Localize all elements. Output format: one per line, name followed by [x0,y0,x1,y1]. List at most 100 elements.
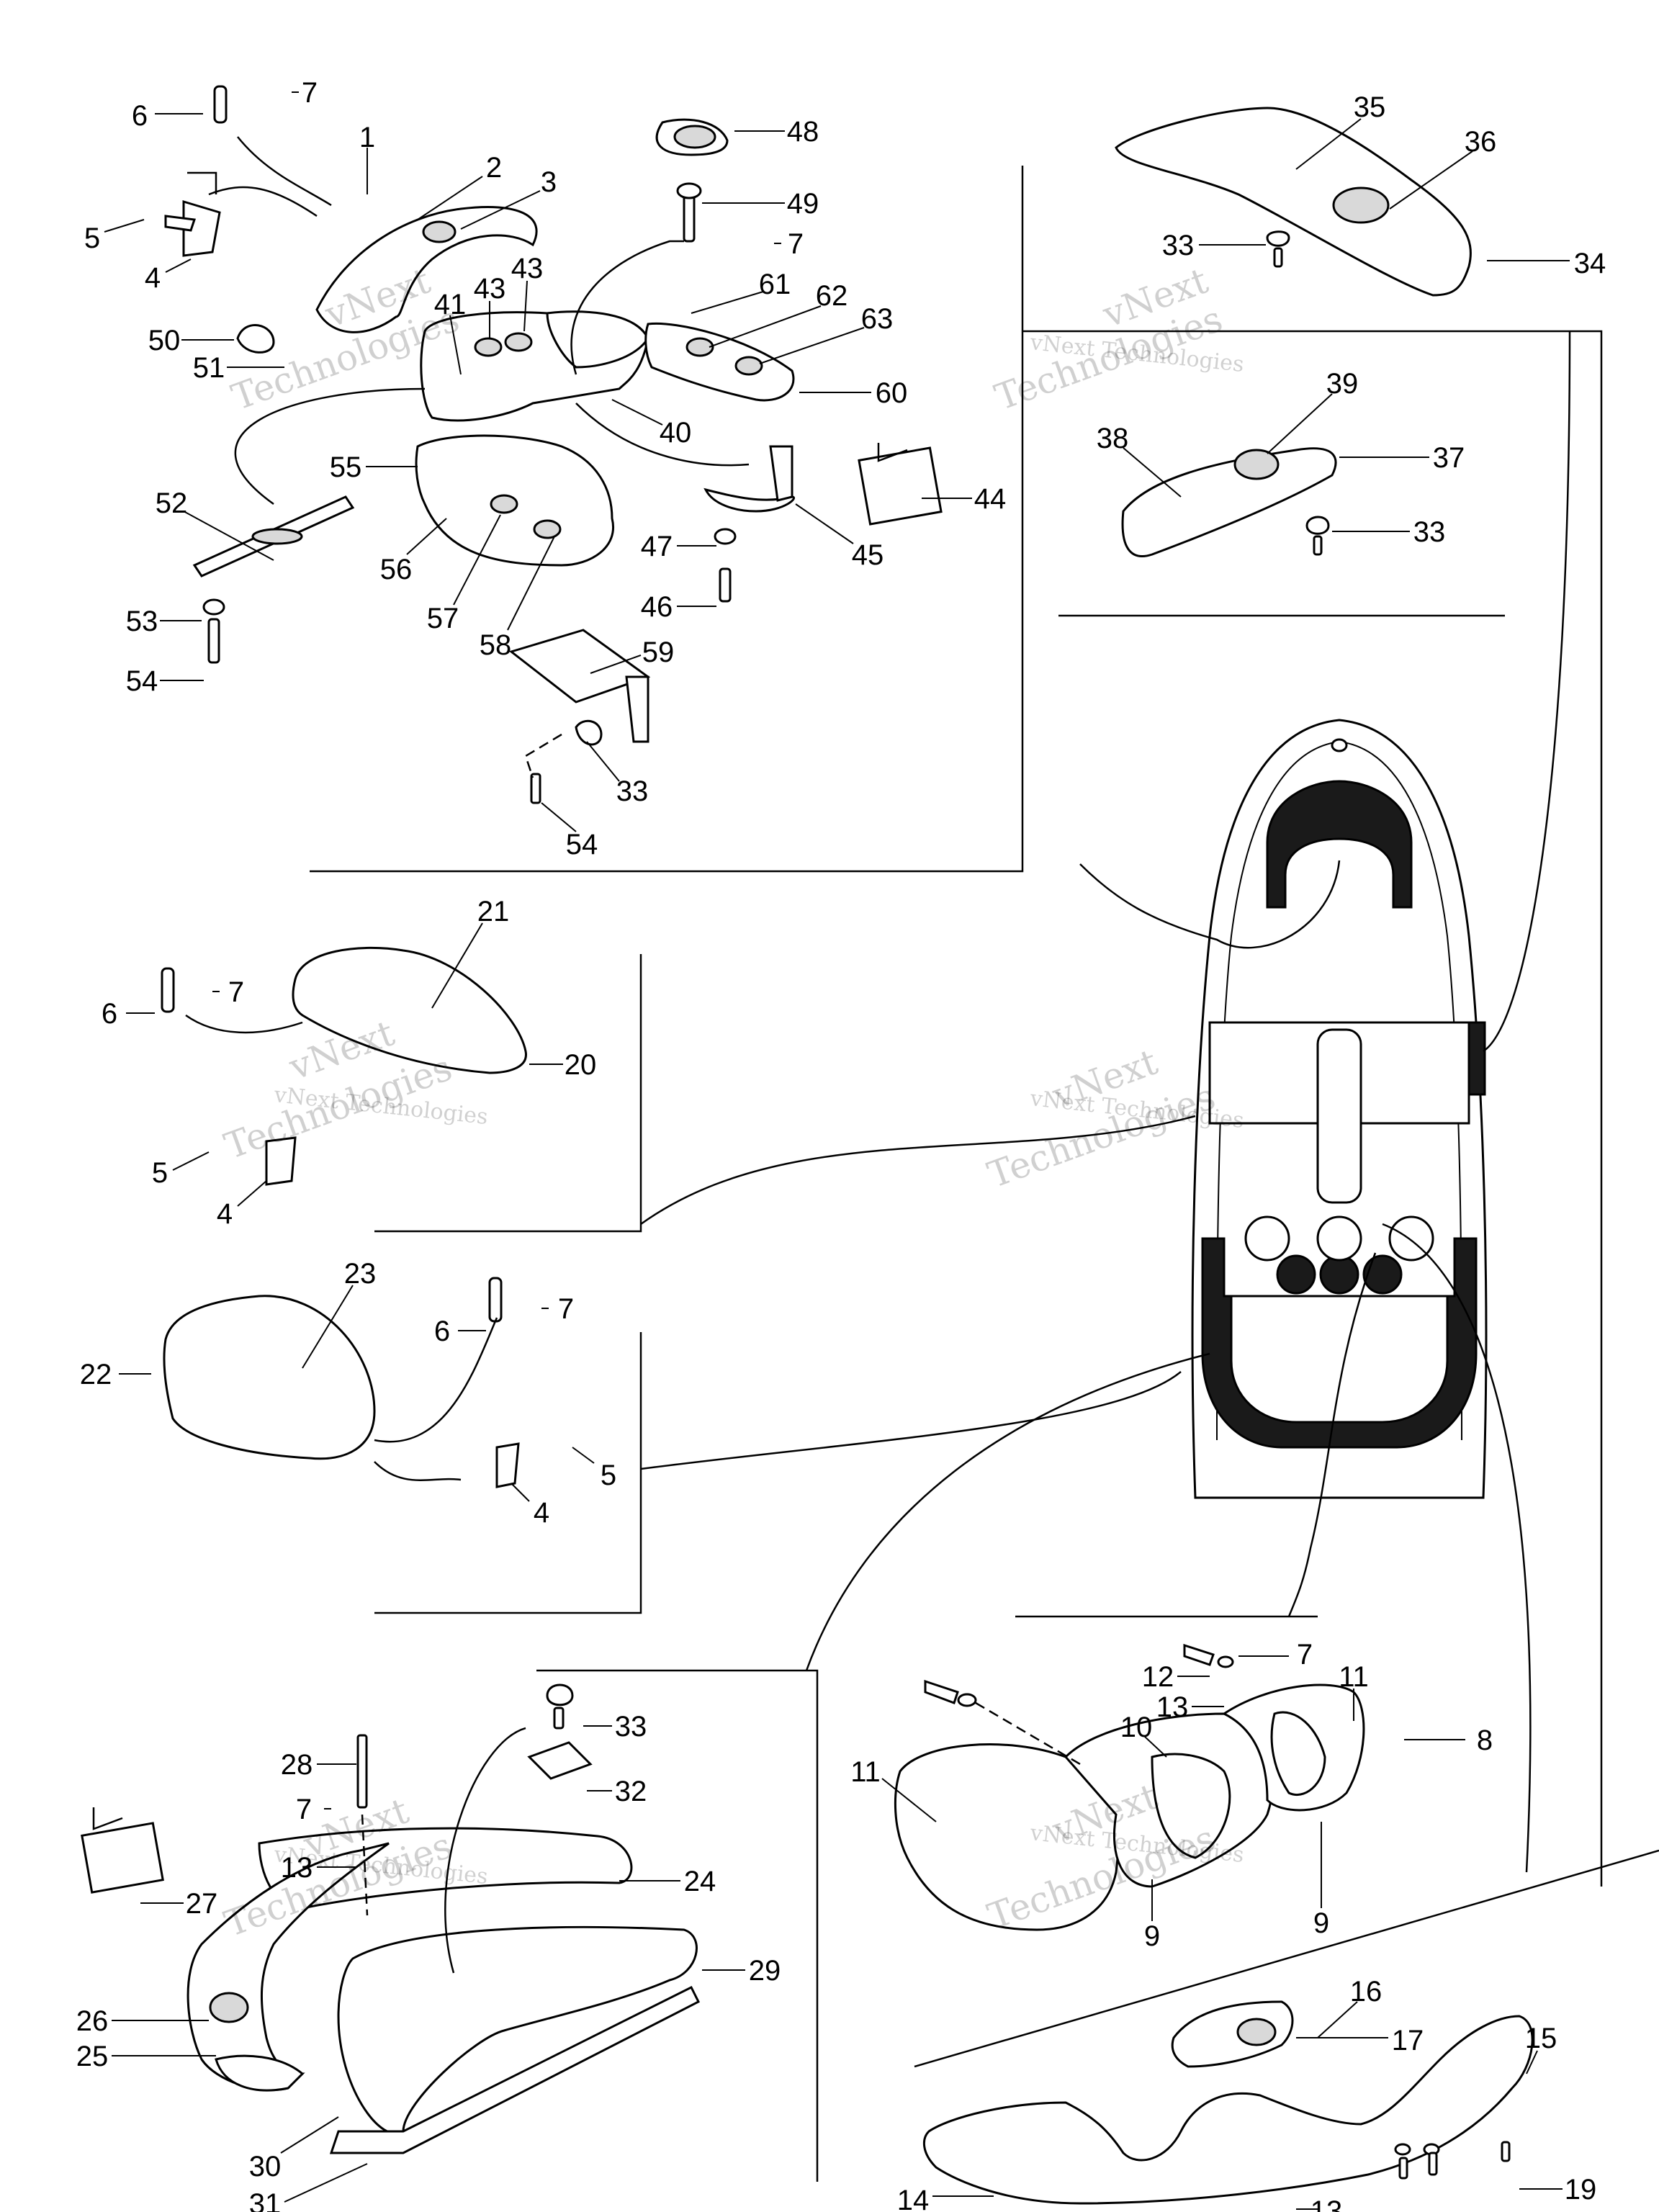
hull-top-view [805,331,1571,1873]
callout-label-c-54a: 54 [126,665,158,697]
callout-label-c-50: 50 [148,325,181,356]
rear-seat-part-16 [1171,2000,1294,2068]
callout-leader-c-15 [1526,2050,1538,2074]
callout-label-c-25: 25 [76,2041,109,2072]
callout-label-c-52: 52 [156,487,188,519]
callout-label-c-13a: 13 [281,1852,313,1884]
callout-label-c-34: 34 [1574,248,1606,279]
callout-label-c-20: 20 [565,1049,597,1081]
rear-seat-part-11 [894,1743,1120,1931]
callout-leader-c-63 [759,327,865,364]
callout-label-c-32: 32 [615,1776,647,1807]
callout-label-c-29: 29 [749,1955,781,1987]
callout-leader-c-41 [449,315,462,375]
callout-label-c-51: 51 [193,352,225,384]
callout-label-c-4a: 4 [145,262,161,294]
bin-part-29 [337,1925,698,2135]
rear-seat-parts [894,1643,1534,2205]
callout-leader-c-5c [572,1447,595,1464]
bin-part-25 [186,1842,390,2092]
decal-part-44 [858,446,943,526]
knob-part-50 [236,324,275,354]
callout-label-c-16: 16 [1350,1976,1382,2008]
callout-leader-c-39 [1267,393,1333,454]
callout-label-c-9b: 9 [1144,1920,1160,1952]
backrest-parts [1115,107,1472,557]
callout-label-c-7e: 7 [296,1794,312,1825]
storage-bin-parts [81,1683,701,2154]
callout-label-c-54b: 54 [566,829,598,860]
callout-label-c-1: 1 [359,122,375,153]
callout-label-c-55: 55 [330,451,362,483]
callout-label-c-33c: 33 [616,775,649,807]
callout-label-c-22: 22 [80,1359,112,1390]
callout-label-c-6c: 6 [434,1316,450,1347]
backrest-part-34 [1115,107,1472,297]
callout-leader-c-62 [709,305,822,348]
callout-label-c-27: 27 [186,1888,218,1920]
callout-label-c-21: 21 [477,896,510,927]
callout-label-c-13c: 13 [1310,2195,1343,2212]
callout-leader-c-3 [460,190,541,230]
callout-label-c-9a: 9 [1313,1907,1329,1939]
callout-label-c-45: 45 [852,539,884,571]
seat-part-20 [292,946,527,1074]
callout-leader-c-10 [1144,1736,1167,1758]
callout-label-c-35: 35 [1354,91,1386,123]
callout-label-c-62: 62 [816,280,848,312]
callout-label-c-49: 49 [787,188,819,220]
callout-label-c-5b: 5 [152,1157,168,1189]
callout-label-c-53: 53 [126,606,158,637]
callout-label-c-15: 15 [1525,2023,1557,2054]
callout-leader-c-61 [691,291,764,314]
callout-leader-c-52 [183,511,274,561]
callout-label-c-17: 17 [1392,2025,1424,2056]
callout-leader-c-45 [795,503,854,544]
callout-label-c-31: 31 [249,2188,282,2212]
callout-label-c-7f: 7 [1297,1639,1313,1671]
callout-label-c-5a: 5 [84,222,100,254]
callout-leader-c-4b [237,1180,267,1207]
callout-label-c-56: 56 [380,554,413,585]
callout-label-c-48: 48 [787,116,819,148]
callout-leader-c-23 [302,1285,354,1369]
callout-leader-c-33c [586,741,620,782]
callout-label-c-12: 12 [1142,1661,1174,1693]
callout-label-c-14: 14 [897,2185,930,2212]
callout-label-c-6b: 6 [102,998,117,1030]
callout-leader-c-5b [172,1151,210,1171]
callout-leader-c-40 [611,399,663,426]
callout-label-c-39: 39 [1326,368,1359,400]
callout-leader-c-57 [453,514,501,606]
callout-label-c-43a: 43 [474,273,506,305]
callout-label-c-40: 40 [660,417,692,449]
callout-label-c-7b: 7 [788,228,804,260]
callout-label-c-4c: 4 [534,1497,549,1529]
callout-label-c-3: 3 [541,166,557,198]
callout-label-c-28: 28 [281,1749,313,1781]
seat-part-22 [163,1295,376,1460]
callout-label-c-33d: 33 [615,1711,647,1743]
callout-leader-c-35 [1295,118,1362,170]
callout-label-c-8: 8 [1477,1725,1493,1756]
callout-label-c-61: 61 [759,269,791,300]
watermarks: vNext Technologies vNext Technologies vN… [219,260,1245,1946]
front-seat-parts [164,85,943,804]
callout-label-c-43b: 43 [511,253,544,284]
callout-label-c-38: 38 [1097,423,1129,454]
callout-leader-c-4a [165,258,192,273]
callout-label-c-4b: 4 [217,1198,233,1230]
callout-leader-c-2 [417,176,483,220]
callout-label-c-30: 30 [249,2151,282,2182]
callout-leader-c-11b [881,1778,937,1822]
seat-cushion-part-60 [644,322,795,402]
seat-cushion-part-2 [315,206,538,333]
callout-leader-c-54b [541,802,577,832]
callout-label-c-11b: 11 [850,1756,881,1788]
callout-leader-c-43b [523,280,528,332]
callout-label-c-57: 57 [427,603,459,634]
callout-label-c-19: 19 [1565,2174,1597,2206]
callout-label-c-58: 58 [480,629,512,661]
callout-label-c-23: 23 [344,1258,377,1290]
